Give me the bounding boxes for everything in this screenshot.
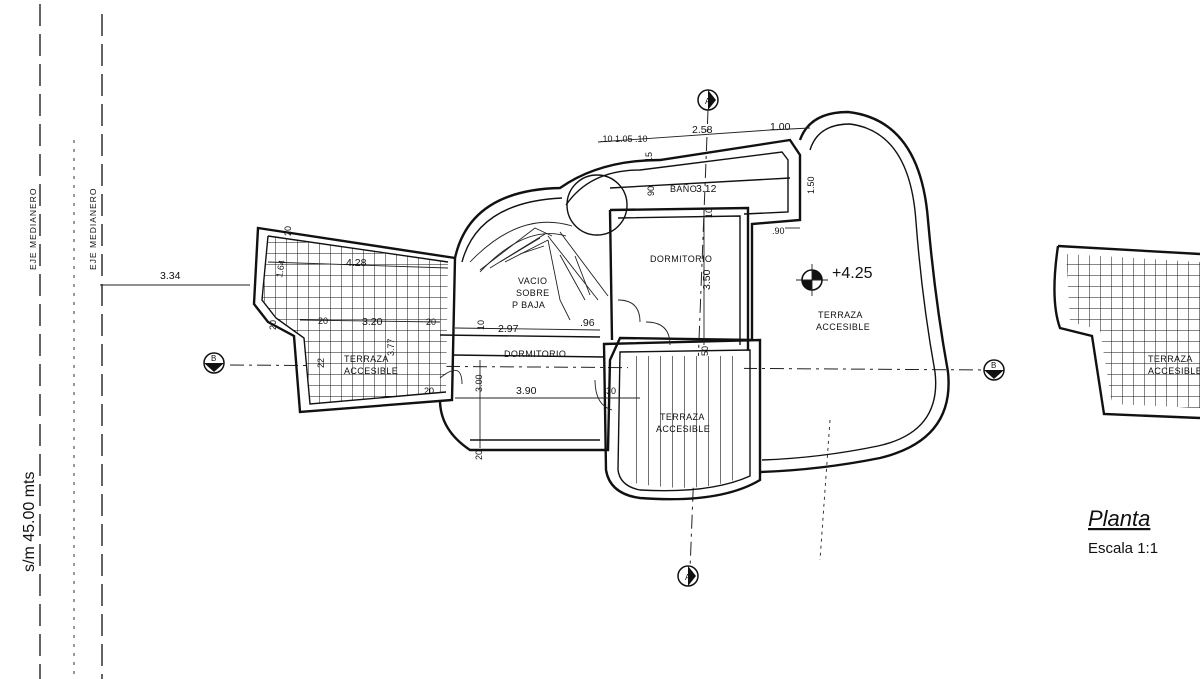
dim-105: .10 1.05 .10 [600, 134, 648, 144]
terrace-center [602, 338, 762, 501]
dim-320: 3.20 [362, 316, 383, 328]
dim-390: 3.90 [516, 385, 537, 397]
dim-334: 3.34 [160, 270, 181, 282]
boundary-lines [39, 4, 250, 679]
dim-90a: .90 [772, 226, 785, 236]
section-marker-bottom [677, 565, 699, 587]
dim-100: 1.00 [770, 121, 791, 133]
section-letter-bottom: A [685, 573, 691, 582]
lot-dimension-label: s/m 45.00 mts [21, 472, 38, 572]
dim-30: 30 [606, 386, 616, 396]
section-letter-right: B [991, 361, 996, 370]
terrace-right-label-2: ACCESIBLE [816, 322, 870, 332]
terrace-center-label-2: ACCESIBLE [656, 424, 710, 434]
dim-20d: 20 [268, 320, 278, 330]
terrace-left-label-2: ACCESIBLE [344, 366, 398, 376]
dim-10a: 10 [476, 320, 486, 330]
stair [469, 221, 609, 301]
section-letter-top: A [705, 97, 711, 106]
dormitorio-upper-label: DORMITORIO [650, 254, 712, 264]
dim-22: 22 [316, 358, 326, 368]
terrace-far-right-label-1: TERRAZA [1148, 354, 1193, 364]
dim-50: 50 [700, 346, 710, 356]
level-marker-icon [796, 264, 828, 296]
drawing-scale: Escala 1:1 [1088, 540, 1158, 557]
dim-300: 3.00 [474, 374, 484, 392]
dim-10b: 10 [704, 208, 714, 218]
dim-90b: 90 [646, 186, 656, 196]
dim-428: 4.28 [346, 257, 367, 269]
door-swings [439, 299, 671, 411]
dim-20c: 20 [426, 317, 436, 327]
vacio-label-3: P BAJA [512, 300, 545, 310]
dormitorio-lower-label: DORMITORIO [504, 349, 566, 359]
drawing-title: Planta [1088, 506, 1150, 531]
terrace-far-right-label-2: ACCESIBLE [1148, 366, 1200, 376]
dim-20f: 20 [474, 450, 484, 460]
eje-medianero-label-2: EJE MEDIANERO [88, 188, 98, 270]
terrace-far-right [1053, 244, 1200, 420]
dim-150: 1.50 [806, 176, 816, 194]
dim-312: 3.12 [696, 183, 717, 195]
level-label: +4.25 [832, 265, 873, 282]
dim-297: 2.97 [498, 323, 519, 335]
terrace-right [759, 110, 950, 474]
vacio-label-2: SOBRE [516, 288, 550, 298]
terrace-center-label-1: TERRAZA [660, 412, 705, 422]
terrace-right-label-1: TERRAZA [818, 310, 863, 320]
vacio-label-1: VACIO [518, 276, 547, 286]
dim-15: 15 [644, 152, 654, 162]
dim-20a: 20 [283, 226, 293, 236]
terrace-left [252, 226, 457, 414]
terrace-left-label-1: TERRAZA [344, 354, 389, 364]
section-marker-left [203, 352, 225, 374]
dim-20b: 20 [318, 316, 328, 326]
central-body [438, 138, 802, 452]
section-marker-top [697, 89, 719, 111]
dimension-lines [267, 127, 811, 448]
dim-377: 3.77 [386, 338, 396, 356]
dim-258: 2.58 [692, 124, 713, 136]
dim-164: 1.64 [274, 259, 287, 278]
dim-96: .96 [580, 317, 595, 329]
section-marker-right [983, 359, 1005, 381]
dim-350: 3.50 [701, 269, 713, 290]
eje-medianero-label-1: EJE MEDIANERO [28, 188, 38, 270]
dim-20e: 20 [424, 386, 434, 396]
bano-label: BAÑO [670, 184, 697, 194]
section-letter-left: B [211, 354, 216, 363]
